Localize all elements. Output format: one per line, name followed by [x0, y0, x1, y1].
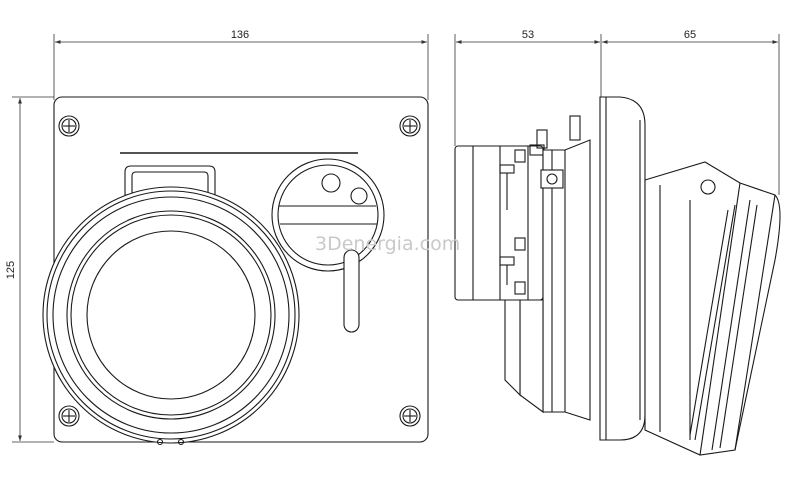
front-flange: [599, 96, 646, 441]
lid-latch-dots: [156, 438, 185, 446]
dimension-width: [53, 34, 429, 100]
front-view: [42, 96, 429, 446]
rear-body: [454, 145, 544, 301]
dimension-depth-body: [454, 34, 602, 146]
hinged-cover: [644, 161, 781, 456]
screw-top-left: [58, 115, 80, 137]
switch-lever: [343, 249, 360, 333]
side-view: [454, 96, 781, 456]
dimension-height: [12, 96, 54, 443]
dimension-depth-cover-label: 65: [684, 29, 696, 41]
screw-top-right: [399, 115, 421, 137]
dimension-width-label: 136: [231, 29, 249, 41]
rotary-switch: [271, 158, 385, 333]
dimension-height-label: 125: [5, 261, 17, 279]
screw-bottom-left: [58, 405, 80, 427]
dimension-depth-cover: [602, 34, 780, 195]
socket-lid: [42, 186, 300, 444]
dimension-depth-body-label: 53: [522, 29, 534, 41]
terminal-bottom: [499, 237, 526, 295]
screw-bottom-right: [399, 405, 421, 427]
mid-body: [504, 115, 591, 421]
watermark: 3Denergia.com: [315, 233, 460, 255]
